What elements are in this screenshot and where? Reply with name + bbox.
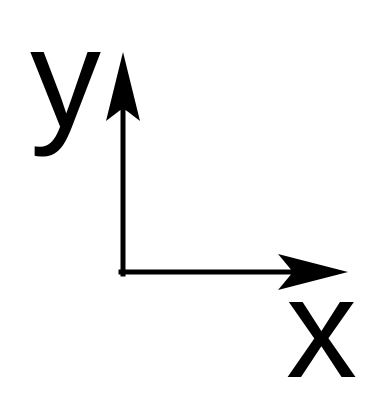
x-axis-arrowhead (278, 254, 348, 290)
x-axis-label: x (286, 249, 357, 394)
y-axis-arrowhead (106, 52, 140, 121)
y-axis-label: y (30, 0, 101, 158)
